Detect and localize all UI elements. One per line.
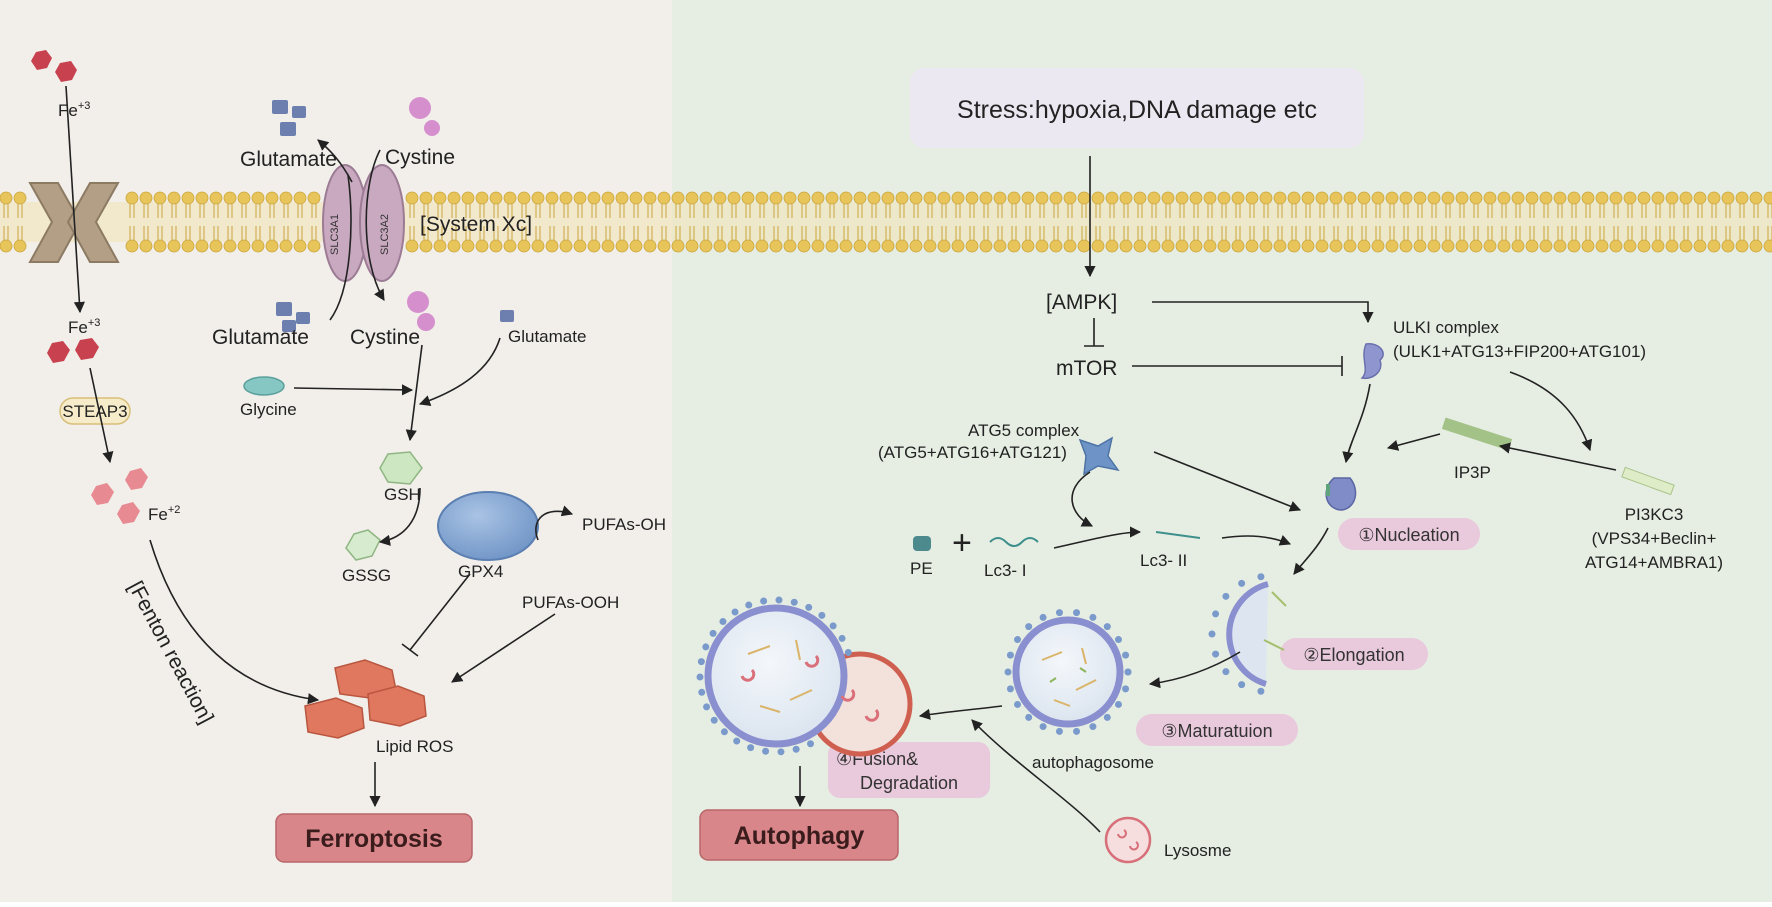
lc3-i-icon xyxy=(989,537,1039,547)
ferroptosis-panel xyxy=(0,0,672,902)
lc3-ii-icon xyxy=(1155,531,1201,539)
stress-box xyxy=(910,68,1364,148)
atg5-complex-title: ATG5 complex xyxy=(968,421,1080,440)
stress-label: Stress:hypoxia,DNA damage etc xyxy=(957,96,1317,124)
gssg-label: GSSG xyxy=(342,566,391,585)
steap3-tag xyxy=(59,397,131,425)
steap3-label: STEAP3 xyxy=(62,402,127,421)
maturation-label: ③Maturatuion xyxy=(1161,721,1272,741)
ferroptosis-outcome-box xyxy=(275,813,473,863)
glutamate-bottom-label: Glutamate xyxy=(212,326,309,349)
cystine-bottom-icon xyxy=(407,291,435,331)
fusion-tag xyxy=(828,742,990,798)
lc3-i-label: Lc3- I xyxy=(984,561,1027,580)
autophagy-outcome-label: Autophagy xyxy=(734,822,865,850)
atg5-complex-icon xyxy=(1078,436,1120,476)
fusion-label-line2: Degradation xyxy=(860,773,958,793)
glutamate-small-label: Glutamate xyxy=(508,327,586,346)
fe2-label: Fe+2 xyxy=(148,504,180,524)
autophagy-arrows xyxy=(794,156,1617,833)
gsh-icon xyxy=(379,451,423,485)
glutamate-top-icon xyxy=(272,100,306,136)
ip3p-icon xyxy=(1441,417,1513,451)
lc3-ii-label: Lc3- II xyxy=(1140,551,1187,570)
gssg-icon xyxy=(345,529,381,561)
glycine-label: Glycine xyxy=(240,400,297,419)
lipid-ros-label: Lipid ROS xyxy=(376,737,453,756)
fe3-inside-label: Fe+3 xyxy=(68,317,100,337)
nucleation-label: ①Nucleation xyxy=(1358,525,1459,545)
ulk-complex-detail: (ULK1+ATG13+FIP200+ATG101) xyxy=(1393,342,1646,361)
gpx4-enzyme-icon xyxy=(437,491,539,561)
fe3-ion-top-icon xyxy=(31,50,77,82)
atg5-complex-detail: (ATG5+ATG16+ATG121) xyxy=(878,443,1067,462)
elongation-label: ②Elongation xyxy=(1303,645,1404,665)
pi3kc3-icon xyxy=(1621,466,1675,496)
cystine-top-icon xyxy=(409,97,440,136)
ip3p-label: IP3P xyxy=(1454,463,1491,482)
glutamate-top-label: Glutamate xyxy=(240,148,337,171)
pi3kc3-line3: ATG14+AMBRA1) xyxy=(1585,553,1723,572)
gpx4-label: GPX4 xyxy=(458,562,503,581)
cystine-top-label: Cystine xyxy=(385,146,455,169)
iron-arrows xyxy=(65,85,320,705)
lysosome-label: Lysosme xyxy=(1164,841,1231,860)
pufas-oh-label: PUFAs-OH xyxy=(582,515,666,534)
gsh-label: GSH xyxy=(384,485,421,504)
phagophore-icon xyxy=(1226,581,1287,687)
fe3-ion-inside-icon xyxy=(47,338,99,363)
pufas-ooh-label: PUFAs-OOH xyxy=(522,593,619,612)
ampk-label: [AMPK] xyxy=(1046,291,1117,314)
cell-membrane xyxy=(0,191,1772,253)
slc3a1-label: SLC3A1 xyxy=(329,214,341,255)
autolysosome-icon xyxy=(704,604,913,757)
fe2-ion-icon xyxy=(91,468,148,524)
autophagosome-icon xyxy=(1012,616,1124,728)
ulk-complex-title: ULKI complex xyxy=(1393,318,1499,337)
pi3kc3-line2: (VPS34+Beclin+ xyxy=(1592,529,1717,548)
iron-transporter-icon xyxy=(28,182,120,263)
glutamate-bottom-icon xyxy=(276,302,310,332)
autophagy-outcome-box xyxy=(699,809,899,861)
pe-icon xyxy=(913,536,931,551)
lysosome-icon xyxy=(1104,816,1152,864)
autophagosome-label: autophagosome xyxy=(1032,753,1154,772)
system-xc-label: [System Xc] xyxy=(420,213,532,236)
pi3kc3-line1: PI3KC3 xyxy=(1625,505,1684,524)
ulk-complex-icon xyxy=(1360,343,1384,380)
ferroptosis-arrows xyxy=(293,139,574,808)
system-xc-transporter-icon xyxy=(322,164,405,282)
glycine-icon xyxy=(243,376,285,396)
pe-label: PE xyxy=(910,559,933,578)
cystine-bottom-label: Cystine xyxy=(350,326,420,349)
maturation-tag xyxy=(1136,714,1298,746)
glutamate-small-icon xyxy=(500,310,514,322)
mtor-label: mTOR xyxy=(1056,357,1117,380)
lipid-ros-icon xyxy=(304,659,427,739)
nucleation-tag xyxy=(1338,518,1480,550)
plus-sign: + xyxy=(952,524,972,562)
nucleation-protein-icon xyxy=(1325,477,1357,511)
slc3a2-label: SLC3A2 xyxy=(379,214,391,255)
ferroptosis-outcome-label: Ferroptosis xyxy=(305,825,443,853)
elongation-tag xyxy=(1280,638,1428,670)
